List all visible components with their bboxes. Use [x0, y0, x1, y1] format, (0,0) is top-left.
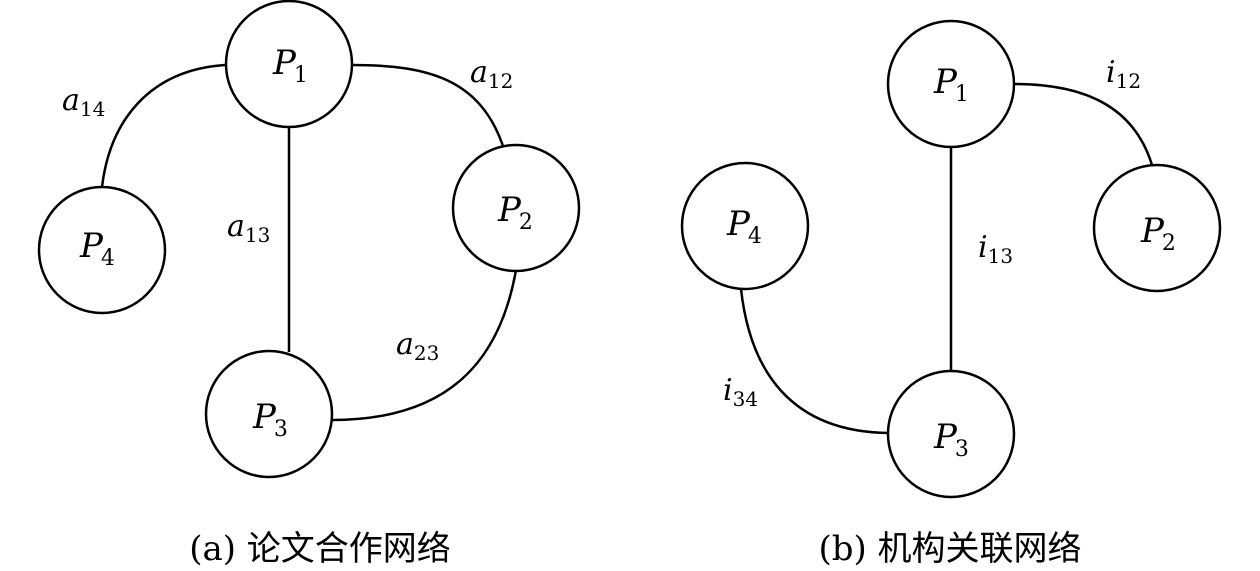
edge-label-a23: a23 [396, 327, 439, 365]
edge-b-p1-p2 [1013, 82, 1154, 166]
diagram-a: P1 P2 P3 P4 a12 a14 a13 a23 (a) 论文合作网络 [37, 0, 581, 569]
svg-text:P1: P1 [933, 62, 969, 107]
svg-text:P2: P2 [1140, 211, 1176, 256]
node-a-p3: P3 [204, 349, 334, 479]
node-b-p3: P3 [886, 369, 1016, 499]
svg-text:P4: P4 [79, 226, 115, 271]
node-a-p4: P4 [37, 185, 167, 315]
node-b-p1: P1 [886, 19, 1016, 149]
edge-label-a14: a14 [62, 83, 105, 121]
svg-text:P2: P2 [497, 190, 533, 235]
caption-b: (b) 机构关联网络 [818, 529, 1081, 569]
caption-a: (a) 论文合作网络 [189, 529, 451, 569]
edge-label-a12: a12 [470, 55, 513, 93]
diagram-b: P1 P2 P3 P4 i12 i13 i34 (b) 机构关联网络 [680, 19, 1222, 569]
svg-text:P3: P3 [252, 397, 288, 442]
svg-text:P1: P1 [272, 43, 308, 88]
edge-a-p2-p3 [331, 269, 518, 422]
node-b-p4: P4 [680, 161, 810, 291]
edge-a-p1-p4 [100, 63, 226, 188]
svg-text:P3: P3 [933, 417, 969, 462]
edge-b-p4-p3 [739, 288, 890, 435]
edge-label-i34: i34 [723, 373, 758, 411]
edge-label-a13: a13 [227, 209, 270, 247]
edge-label-i12: i12 [1106, 55, 1141, 93]
node-a-p2: P2 [451, 143, 581, 273]
node-a-p1: P1 [224, 0, 354, 129]
edge-label-i13: i13 [978, 230, 1013, 268]
svg-text:P4: P4 [726, 204, 762, 249]
node-b-p2: P2 [1092, 163, 1222, 293]
edge-a-p1-p2 [351, 63, 505, 147]
